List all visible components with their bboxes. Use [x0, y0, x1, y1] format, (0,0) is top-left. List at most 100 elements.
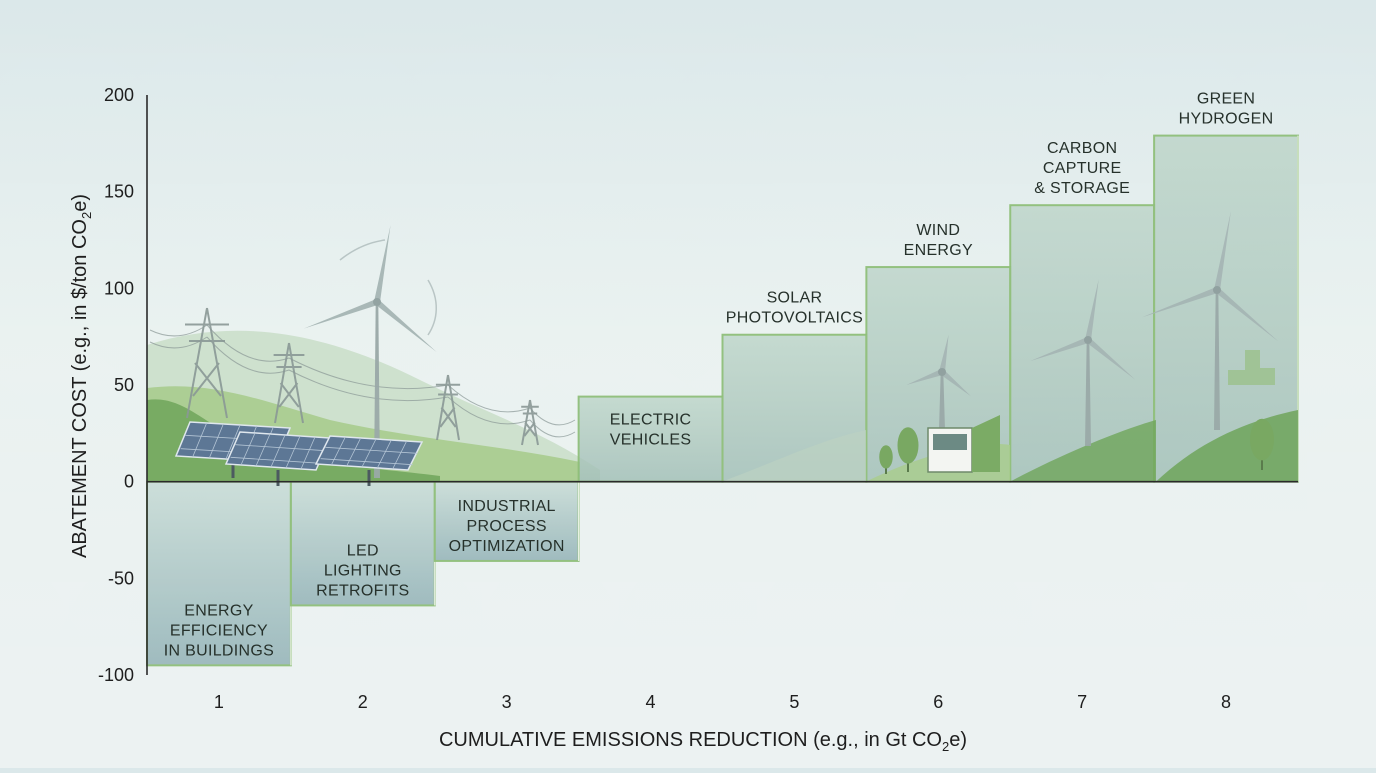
tree-crown — [879, 445, 893, 469]
bar-label-line: IN BUILDINGS — [164, 642, 274, 659]
bar-label-line: GREEN — [1197, 91, 1255, 108]
bar-label-line: ELECTRIC — [610, 412, 692, 429]
building-window — [933, 434, 967, 450]
y-tick-label-1: 200 — [104, 85, 134, 105]
y-tick-label-7: -100 — [98, 665, 134, 685]
pylon-brace-b — [278, 382, 299, 408]
y-tick-label-5: 0 — [124, 472, 134, 492]
pylon-brace-b — [439, 406, 456, 428]
motion-arc-1 — [339, 239, 386, 261]
turbine-tower — [1214, 290, 1220, 430]
pylon-leg-right — [206, 307, 228, 419]
x-axis-title: CUMULATIVE EMISSIONS REDUCTION (e.g., in… — [439, 729, 967, 754]
tree-3 — [1250, 418, 1274, 470]
turbine-tower — [374, 302, 380, 478]
y-tick-label-3: 100 — [104, 278, 134, 298]
solar-grid-v — [255, 433, 271, 467]
pylon-1 — [185, 307, 229, 419]
power-line-low-1 — [149, 336, 208, 349]
building-green-wall — [972, 415, 1000, 472]
solar-grid-v — [270, 434, 286, 468]
x-tick-label-2: 2 — [358, 692, 368, 712]
turbine-hub — [373, 298, 381, 306]
bar-label-line: HYDROGEN — [1179, 111, 1274, 128]
solar-grid-v — [346, 437, 362, 467]
bar-label-line: CARBON — [1047, 140, 1117, 157]
turbine-blade-2 — [375, 299, 437, 353]
bar-label-line: CAPTURE — [1043, 160, 1122, 177]
bar-4 — [577, 395, 724, 483]
solar-grid-v — [192, 422, 208, 458]
turbine-hub — [1084, 336, 1092, 344]
y-axis-title-main: ABATEMENT COST (e.g., in $/ton CO — [69, 219, 91, 558]
solar-grid-v — [285, 435, 301, 469]
bar-2 — [289, 480, 436, 607]
wind-turbine-mid — [1029, 278, 1136, 446]
x-tick-label-8: 8 — [1221, 692, 1231, 712]
bar-label-4: ELECTRIC VEHICLES — [610, 412, 692, 449]
bar-3 — [433, 480, 580, 562]
solar-grid-v — [330, 436, 346, 466]
y-tick-label-2: 150 — [104, 182, 134, 202]
y-axis-title-sub: 2 — [79, 212, 94, 219]
factory-silhouette — [1228, 350, 1275, 385]
solar-grid-v — [240, 432, 256, 466]
bar-label-line: LIGHTING — [324, 562, 402, 579]
solar-panel-2 — [224, 431, 332, 486]
turbine-blade-2 — [1086, 337, 1136, 380]
power-line-low-4 — [447, 396, 531, 425]
bar-label-line: WIND — [916, 222, 960, 239]
tree-crown — [1250, 418, 1274, 461]
bar-label-line: RETROFITS — [316, 582, 409, 599]
power-line-2 — [206, 324, 290, 362]
bar-label-8: GREEN HYDROGEN — [1179, 91, 1274, 128]
hill-ccs — [1010, 420, 1156, 482]
tree-2 — [879, 445, 893, 474]
solar-grid-h — [320, 458, 413, 466]
bar-label-line: ENERGY — [184, 602, 253, 619]
bar-label-6: WIND ENERGY — [904, 222, 973, 259]
bar-label-line: VEHICLES — [610, 432, 692, 449]
power-line-low-3 — [288, 369, 449, 402]
pylon-brace-b — [192, 362, 220, 397]
pylon-brace-a — [194, 362, 222, 397]
power-line-low-5 — [529, 419, 576, 438]
hill-solar — [722, 430, 866, 482]
x-axis-title-sub: 2 — [942, 739, 949, 754]
bar-label-2: LED LIGHTING RETROFITS — [316, 542, 409, 599]
landscape-foreground — [174, 211, 1298, 486]
pylon-leg-left — [274, 342, 290, 424]
x-tick-label-7: 7 — [1077, 692, 1087, 712]
motion-arc-2 — [427, 279, 437, 336]
bar-1 — [146, 480, 292, 667]
solar-grid-v — [300, 436, 316, 470]
turbine-blade-1 — [939, 334, 949, 373]
pylon-brace-a — [279, 382, 300, 408]
pylon-brace-b — [523, 421, 536, 437]
turbine-blade-1 — [1085, 278, 1099, 341]
power-line-4 — [447, 384, 531, 413]
bar-label-line: PROCESS — [467, 518, 547, 535]
solar-grid-h — [230, 456, 321, 464]
x-tick-label-5: 5 — [789, 692, 799, 712]
pylon-3 — [435, 374, 461, 441]
pylon-leg-left — [186, 307, 208, 419]
bar-label-line: ENERGY — [904, 242, 973, 259]
tree-crown — [897, 427, 919, 464]
power-line-5 — [529, 407, 576, 426]
bar-label-line: LED — [347, 542, 379, 559]
y-tick-label-4: 50 — [114, 375, 134, 395]
y-tick-label-6: -50 — [108, 568, 134, 588]
turbine-blade-1 — [374, 225, 391, 303]
solar-panel-3 — [314, 435, 424, 486]
x-tick-label-6: 6 — [933, 692, 943, 712]
turbine-blade-3 — [1141, 287, 1219, 318]
turbine-blade-2 — [1215, 287, 1279, 342]
solar-grid-v — [208, 423, 224, 459]
